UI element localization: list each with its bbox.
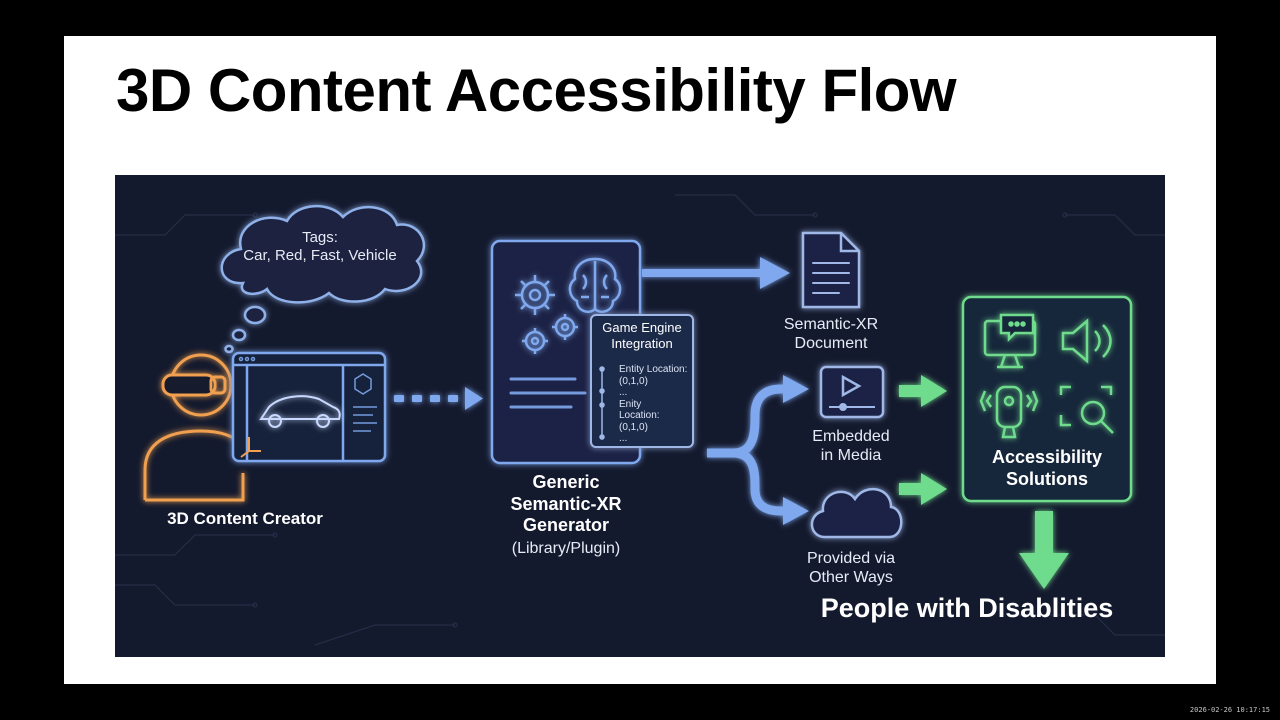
dashed-arrow	[394, 387, 483, 410]
entry1-label: Entity Location:	[619, 364, 699, 376]
generator-line1: Generic	[466, 472, 666, 494]
solutions-line1: Accessibility	[963, 447, 1131, 469]
arrow-to-people	[1019, 511, 1069, 589]
media-player-icon	[821, 367, 883, 417]
document-line1: Semantic-XR	[751, 315, 911, 334]
other-ways-label: Provided via Other Ways	[771, 549, 931, 587]
entry-ellipsis: ...	[619, 433, 699, 445]
generator-line2: Semantic-XR	[466, 494, 666, 516]
media-line1: Embedded	[771, 427, 931, 446]
creator-label: 3D Content Creator	[135, 509, 355, 529]
timestamp: 2026-02-26 10:17:15	[1190, 706, 1270, 714]
cloud-icon	[812, 489, 901, 537]
arrow-to-document	[642, 257, 790, 289]
other-line2: Other Ways	[771, 568, 931, 587]
thought-bubble-line1: Tags:	[215, 229, 425, 247]
entry2-value: (0,1,0)	[619, 422, 699, 434]
document-icon	[803, 233, 859, 307]
document-line2: Document	[751, 334, 911, 353]
thought-bubble-text: Tags: Car, Red, Fast, Vehicle	[215, 229, 425, 265]
slide-title: 3D Content Accessibility Flow	[116, 56, 956, 125]
game-engine-entries: Entity Location: (0,1,0) ... Enity Locat…	[619, 364, 699, 445]
thought-bubble-tags: Car, Red, Fast, Vehicle	[215, 247, 425, 265]
game-engine-title: Game Engine Integration	[591, 320, 693, 351]
other-line1: Provided via	[771, 549, 931, 568]
people-label: People with Disablities	[787, 592, 1147, 624]
media-line2: in Media	[771, 446, 931, 465]
generator-sublabel: (Library/Plugin)	[466, 539, 666, 558]
document-label: Semantic-XR Document	[751, 315, 911, 353]
flow-diagram: Tags: Car, Red, Fast, Vehicle 3D Content…	[115, 175, 1165, 657]
entry1-value: (0,1,0)	[619, 376, 699, 388]
media-label: Embedded in Media	[771, 427, 931, 465]
arrow-media-to-solutions	[899, 375, 947, 407]
slide: 3D Content Accessibility Flow	[64, 36, 1216, 684]
arrow-other-to-solutions	[899, 473, 947, 505]
game-engine-title-line1: Game Engine	[591, 320, 693, 336]
entry2-label-cont: Location:	[619, 410, 699, 422]
solutions-line2: Solutions	[963, 469, 1131, 491]
game-engine-title-line2: Integration	[591, 336, 693, 352]
solutions-label: Accessibility Solutions	[963, 447, 1131, 490]
entry-ellipsis: ...	[619, 387, 699, 399]
generator-line3: Generator	[466, 515, 666, 537]
generator-label: Generic Semantic-XR Generator	[466, 472, 666, 537]
entry2-label: Enity	[619, 399, 699, 411]
